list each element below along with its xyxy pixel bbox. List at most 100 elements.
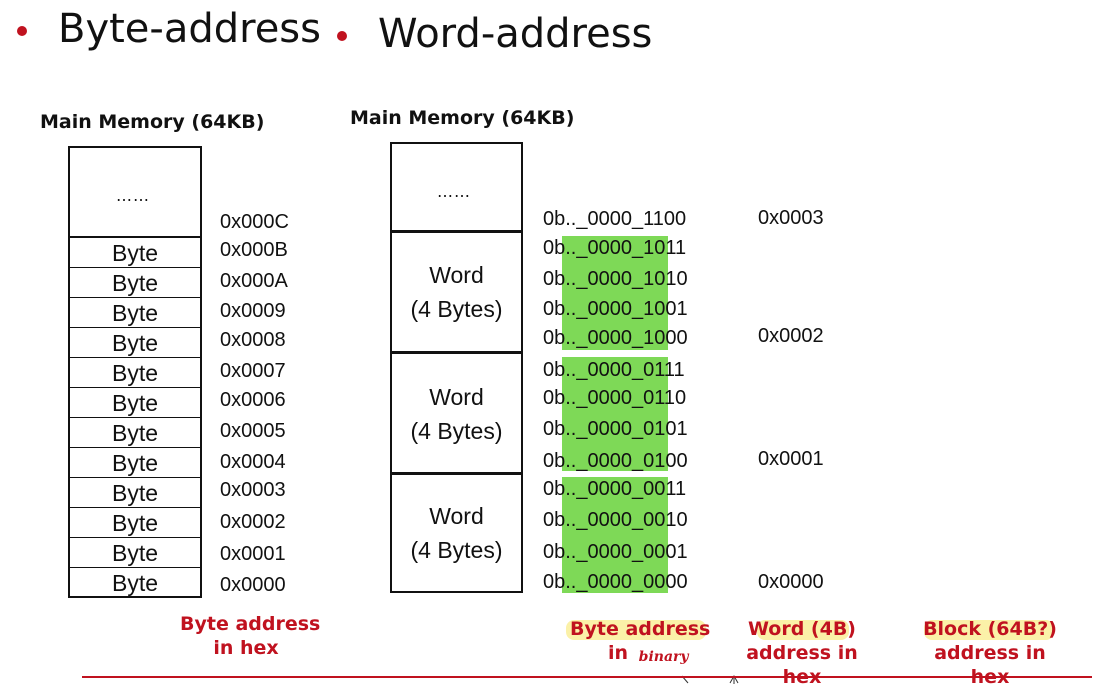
word-label-line2: (4 Bytes) <box>410 296 503 322</box>
byte-cell: Byte <box>68 417 202 448</box>
byte-address-hex: 0x0005 <box>220 420 286 442</box>
word-label-line1: Word <box>429 503 484 529</box>
word-label-line2: (4 Bytes) <box>410 418 503 444</box>
binary-address-prefix: 0b <box>543 237 566 259</box>
word-block <box>390 231 523 353</box>
binary-address-prefix: 0b <box>543 327 566 349</box>
green-highlight <box>562 236 668 350</box>
binary-address-bits: 10 <box>663 387 687 409</box>
binary-address-bits: 10 <box>665 509 688 531</box>
byte-address-hex: 0x0008 <box>220 329 286 351</box>
word-label-line1: Word <box>429 384 484 410</box>
byte-address-hex: 0x0006 <box>220 389 286 411</box>
word-label-line2: (4 Bytes) <box>410 537 503 563</box>
caption-line: Byte address <box>570 618 711 640</box>
red-underline-divider <box>82 676 1092 678</box>
binary-address-high: .._0000_01 <box>565 450 666 472</box>
byte-address-hex: 0x0001 <box>220 543 286 565</box>
byte-cell: Byte <box>68 237 202 268</box>
binary-address: 0b.._0000_0001 <box>543 541 688 564</box>
binary-address-bits: 00 <box>665 450 688 472</box>
binary-address-prefix: 0b <box>543 298 566 320</box>
binary-address-bits: 01 <box>665 298 688 320</box>
binary-address-prefix: 0b <box>543 478 566 500</box>
byte-cell: Byte <box>68 357 202 388</box>
left-top-address: 0x000C <box>220 211 289 233</box>
binary-address-high: .._0000_10 <box>565 327 666 349</box>
byte-cell: Byte <box>68 297 202 328</box>
bullet-dot <box>17 26 27 36</box>
binary-address-prefix: 0b <box>543 571 566 593</box>
caption-word-in: in <box>608 642 629 664</box>
binary-address-high: .._0000_10 <box>565 237 666 259</box>
binary-address-high: .._0000_10 <box>565 298 666 320</box>
byte-address-hex: 0x000A <box>220 270 288 292</box>
caption-word-hex: Word (4B) address in hex <box>740 617 864 689</box>
byte-cell: Byte <box>68 567 202 598</box>
binary-address-bits: 00 <box>665 571 688 593</box>
word-label: Word (4 Bytes) <box>390 258 523 326</box>
right-memory-title: Main Memory (64KB) <box>350 107 575 129</box>
byte-cell: Byte <box>68 507 202 538</box>
binary-address: 0b.._0000_0010 <box>543 509 688 532</box>
binary-address-bits: 10 <box>665 268 688 290</box>
binary-address: 0b.._0000_1100 <box>543 208 686 231</box>
binary-address-bits: 01 <box>665 418 688 440</box>
binary-address: 0b.._0000_0100 <box>543 450 688 473</box>
binary-address-high: .._0000_00 <box>565 478 666 500</box>
byte-cell: Byte <box>68 387 202 418</box>
binary-address-high: .._0000_00 <box>565 571 666 593</box>
binary-address-high: .._0000_01 <box>565 387 664 409</box>
byte-address-hex: 0x0002 <box>220 511 286 533</box>
left-memory-ellipsis: …… <box>116 186 150 205</box>
binary-address: 0b.._0000_0110 <box>543 387 686 410</box>
yellow-highlight <box>757 620 849 640</box>
byte-address-hex: 0x000B <box>220 239 288 261</box>
binary-address-prefix: 0b <box>543 509 566 531</box>
binary-address: 0b.._0000_1000 <box>543 327 688 350</box>
caption-block-hex: Block (64B?) address in hex <box>920 617 1060 689</box>
binary-address-prefix: 0b <box>543 268 566 290</box>
binary-address-prefix: 0b.._ <box>543 208 588 230</box>
green-highlight <box>562 357 668 471</box>
binary-address: 0b.._0000_0000 <box>543 571 688 594</box>
binary-address-high: .._0000_01 <box>565 418 666 440</box>
byte-cell: Byte <box>68 327 202 358</box>
word-address-hex: 0x0003 <box>758 207 824 229</box>
byte-address-hex: 0x0000 <box>220 574 286 596</box>
binary-address-high: .._0000_00 <box>565 509 666 531</box>
word-label: Word (4 Bytes) <box>390 499 523 567</box>
byte-address-hex: 0x0007 <box>220 360 286 382</box>
binary-address-bits: 11 <box>665 237 687 259</box>
binary-address: 0b.._0000_1011 <box>543 237 686 260</box>
yellow-highlight <box>924 620 1054 640</box>
binary-address-bits: 11 <box>665 478 687 500</box>
binary-address-bits: 00 <box>665 327 688 349</box>
green-highlight <box>562 477 668 593</box>
caption-line: Byte address <box>180 613 321 635</box>
byte-address-hex: 0x0003 <box>220 479 286 501</box>
caption-line: in hex <box>213 637 279 659</box>
binary-address-prefix: 0b <box>543 541 566 563</box>
binary-address: 0b.._0000_0011 <box>543 478 686 501</box>
binary-address-prefix: 0b <box>543 418 566 440</box>
byte-cell: Byte <box>68 537 202 568</box>
binary-address: 0b.._0000_1010 <box>543 268 688 291</box>
caption-line: address in <box>746 642 858 664</box>
byte-cell: Byte <box>68 477 202 508</box>
binary-address: 0b.._0000_0101 <box>543 418 688 441</box>
heading-word-address: Word-address <box>378 11 653 57</box>
byte-address-hex: 0x0004 <box>220 451 286 473</box>
binary-address-high: .._0000_01 <box>565 359 664 381</box>
caption-line: in binary <box>570 641 708 667</box>
right-memory-top-block <box>390 142 523 232</box>
word-block <box>390 352 523 474</box>
handwritten-binary: binary <box>638 649 689 665</box>
binary-address: 0b.._0000_0111 <box>543 359 685 382</box>
left-memory-title: Main Memory (64KB) <box>40 111 265 133</box>
byte-address-hex: 0x0009 <box>220 300 286 322</box>
word-address-hex: 0x0001 <box>758 448 824 470</box>
binary-address-prefix: 0b <box>543 450 566 472</box>
left-memory-top-block <box>68 146 202 238</box>
caption-byte-hex: Byte address in hex <box>180 612 321 660</box>
